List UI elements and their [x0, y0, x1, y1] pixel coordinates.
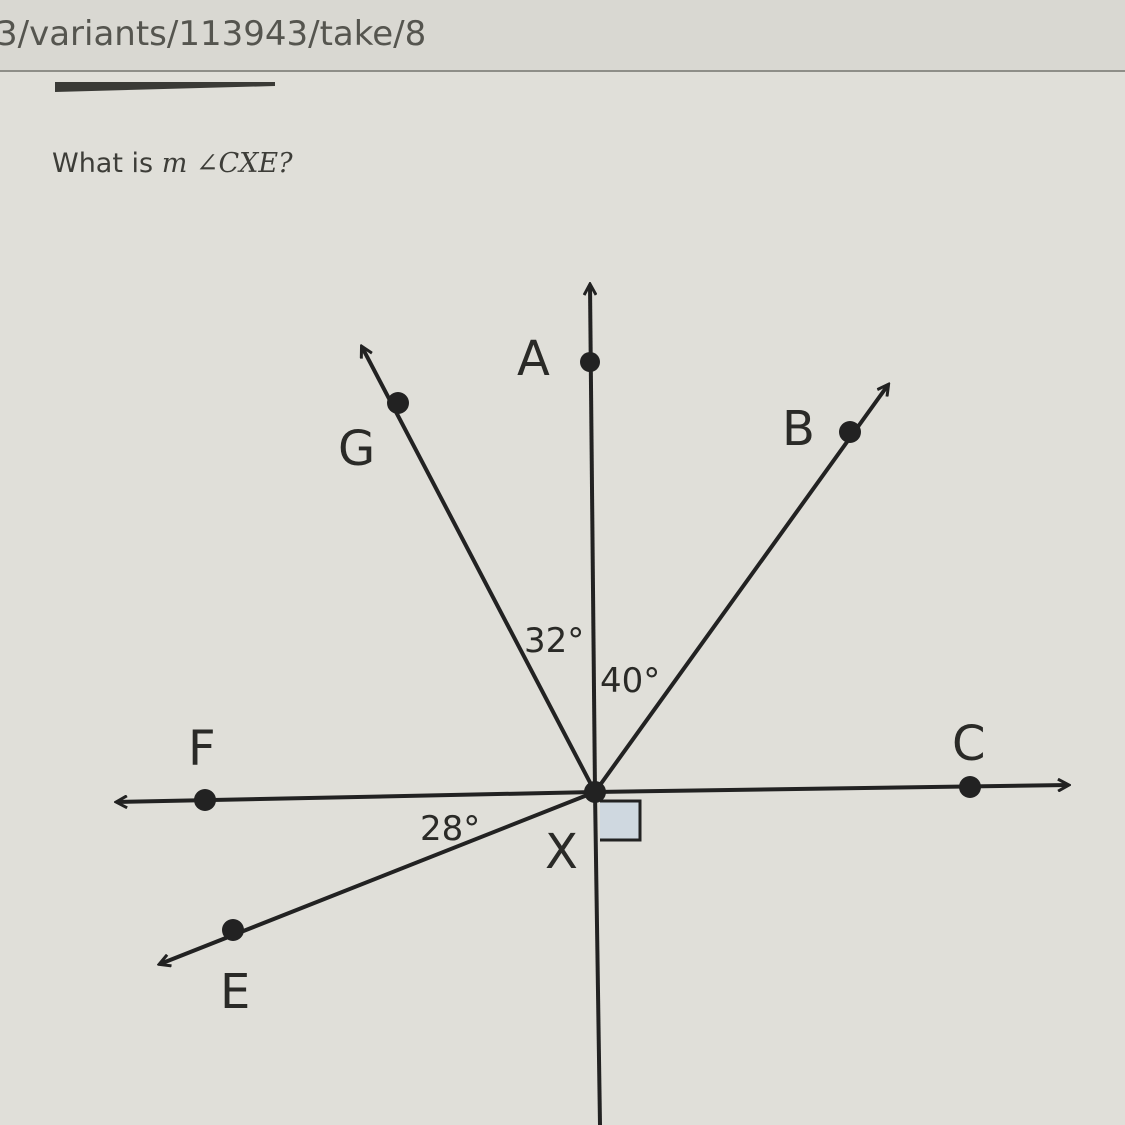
angle-label-28: 28° [420, 809, 480, 849]
angle-label-32: 32° [524, 621, 584, 661]
label-A: A [517, 331, 550, 387]
question-prefix: What is [52, 148, 162, 179]
question-page [0, 72, 1125, 1125]
angle-label-40: 40° [600, 661, 660, 701]
label-E: E [220, 964, 250, 1020]
browser-url[interactable]: 3/variants/113943/take/8 [0, 14, 427, 54]
ray-XB [593, 385, 888, 794]
divider [0, 70, 1125, 72]
ray-XE [160, 790, 596, 964]
point-C [959, 776, 981, 798]
label-X: X [545, 824, 578, 880]
point-F [194, 789, 216, 811]
label-F: F [188, 721, 216, 777]
ray-XG [362, 347, 597, 793]
point-G [387, 392, 409, 414]
point-B [839, 421, 861, 443]
right-angle-marker [600, 799, 642, 842]
ray-XC [594, 785, 1068, 794]
point-A [580, 352, 600, 372]
ray-XF [117, 790, 596, 802]
question-text: What is m ∠CXE? [52, 148, 293, 179]
label-G: G [338, 421, 375, 477]
label-B: B [782, 401, 815, 457]
line-vertical-down [593, 791, 602, 1125]
question-math: m ∠CXE? [161, 148, 293, 179]
point-X [584, 781, 606, 803]
label-C: C [952, 716, 986, 772]
question-heading-cropped [55, 82, 275, 92]
point-E [222, 919, 244, 941]
